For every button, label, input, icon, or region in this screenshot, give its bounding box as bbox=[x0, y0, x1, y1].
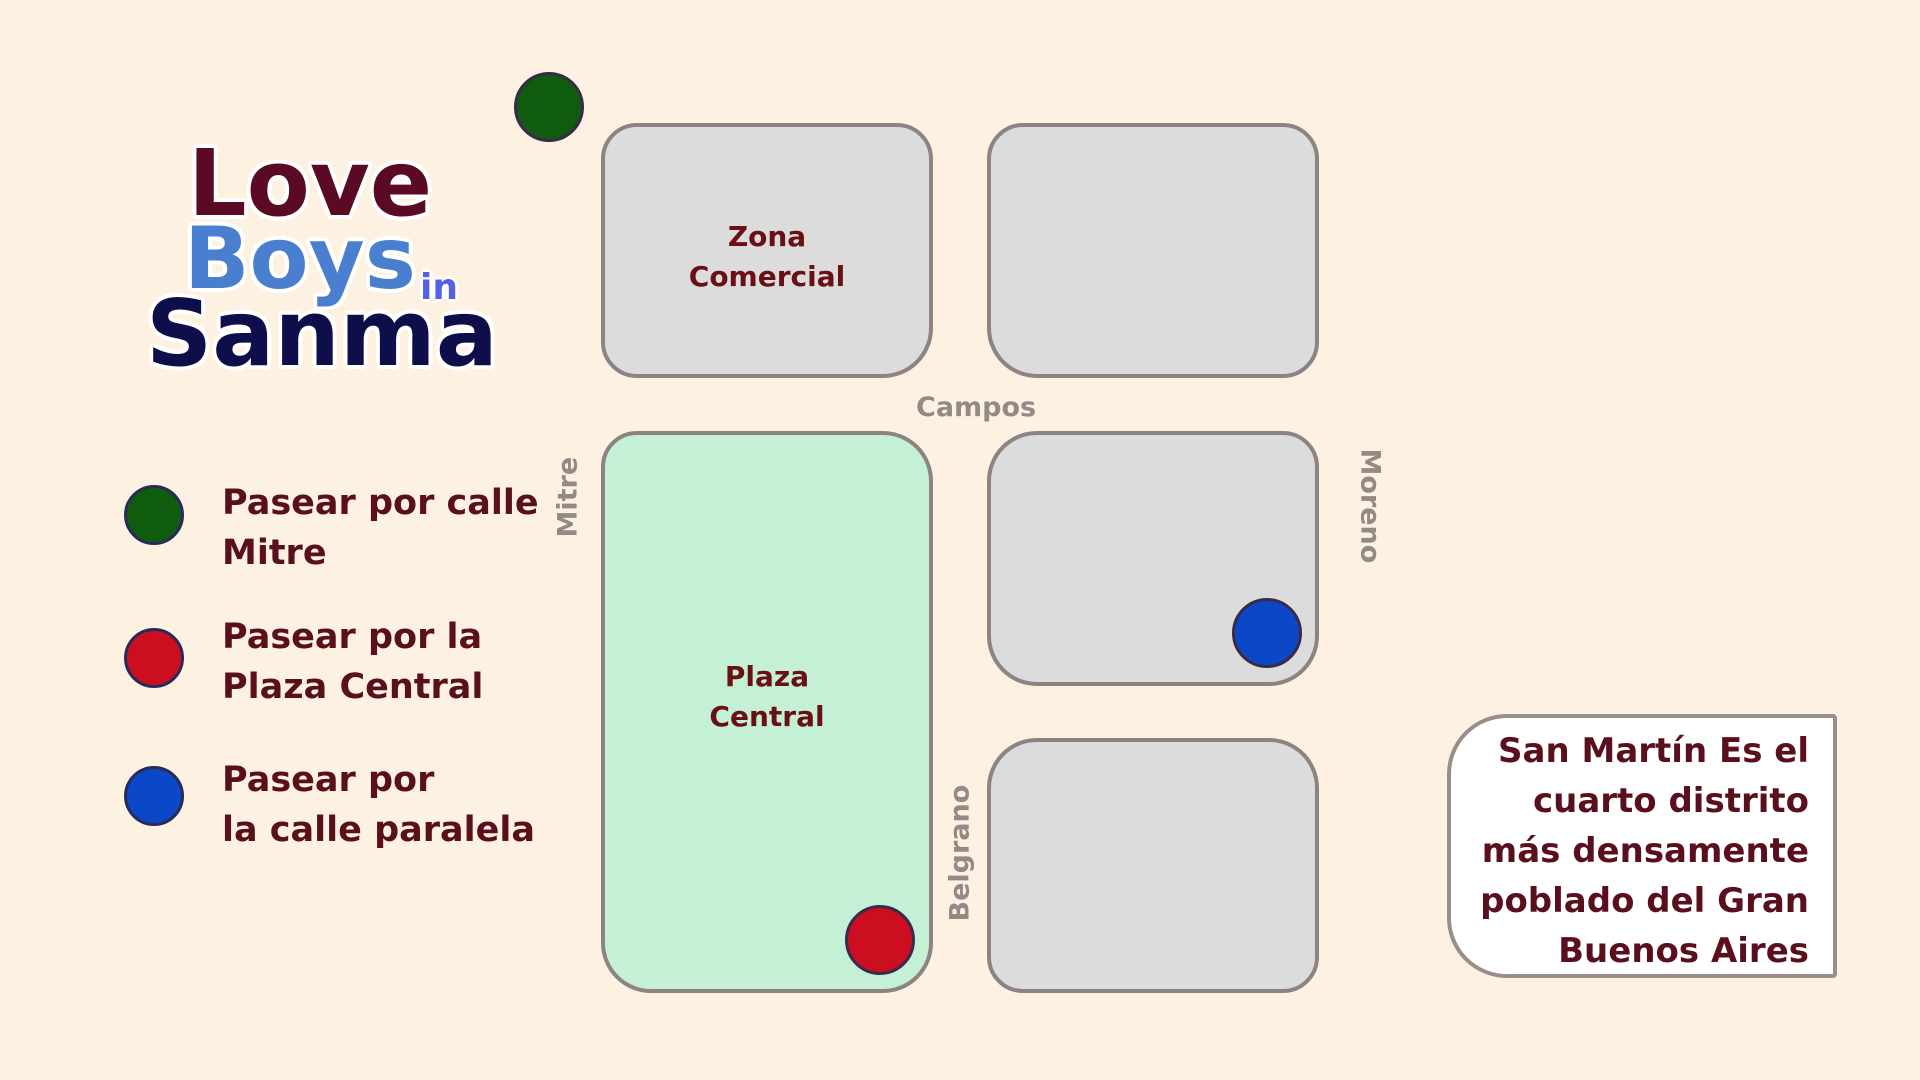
marker-red-plaza[interactable] bbox=[845, 905, 915, 975]
legend-mitre-text: Pasear por calle Mitre bbox=[222, 483, 539, 573]
block-zona-comercial[interactable]: Zona Comercial bbox=[601, 123, 933, 378]
legend-red-dot bbox=[124, 628, 184, 688]
street-mitre: Mitre bbox=[552, 456, 584, 538]
legend-parallel-text: Pasear por la calle paralela bbox=[222, 760, 535, 850]
zona-comercial-label: Zona Comercial bbox=[688, 220, 846, 293]
legend-blue-dot bbox=[124, 766, 184, 826]
legend-green-dot bbox=[124, 485, 184, 545]
logo-love-text: Love bbox=[188, 130, 433, 237]
logo-boys-text: Boys bbox=[184, 209, 416, 309]
legend-plaza-text: Pasear por la Plaza Central bbox=[222, 617, 484, 707]
logo-sanma-text: Sanma bbox=[146, 280, 498, 387]
block-plaza-central[interactable]: Plaza Central bbox=[601, 431, 933, 993]
street-moreno: Moreno bbox=[1354, 448, 1386, 564]
plaza-central-label: Plaza Central bbox=[709, 660, 825, 733]
info-text: San Martín Es el cuarto distrito más den… bbox=[1480, 731, 1809, 971]
street-belgrano: Belgrano bbox=[944, 784, 976, 922]
street-campos: Campos bbox=[916, 392, 1037, 423]
info-box: San Martín Es el cuarto distrito más den… bbox=[1447, 714, 1837, 978]
game-logo: Love Boys in Sanma bbox=[138, 130, 498, 380]
marker-green-mitre[interactable] bbox=[514, 72, 584, 142]
logo-in-text: in bbox=[420, 267, 458, 308]
block-north-east[interactable] bbox=[987, 123, 1319, 378]
marker-blue-parallel[interactable] bbox=[1232, 598, 1302, 668]
block-south-east[interactable] bbox=[987, 738, 1319, 993]
